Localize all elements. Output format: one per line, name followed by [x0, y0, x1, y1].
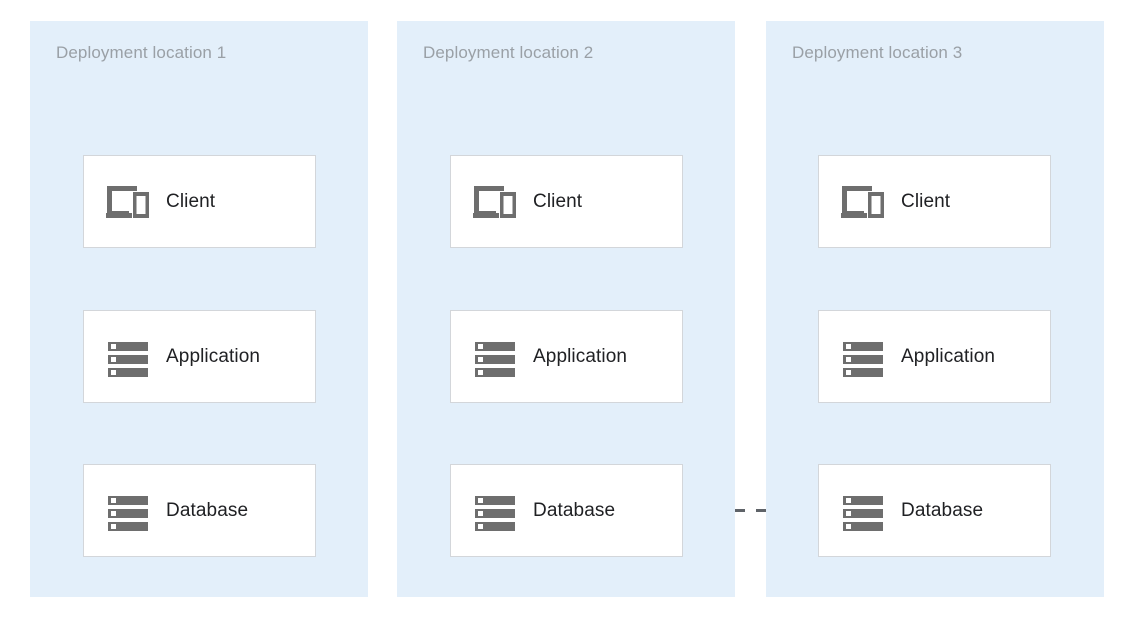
server-icon — [473, 491, 517, 531]
devices-icon — [473, 182, 517, 222]
panel-title-location-2: Deployment location 2 — [423, 43, 594, 62]
node-label-client-1: Client — [166, 190, 216, 212]
panel-deployment-location-1: Deployment location 1 Client Application… — [30, 21, 368, 597]
node-label-database-1: Database — [166, 499, 249, 521]
server-icon — [473, 337, 517, 377]
node-client-1[interactable]: Client — [83, 155, 316, 248]
node-label-database-3: Database — [901, 499, 984, 521]
server-icon — [106, 337, 150, 377]
node-client-2[interactable]: Client — [450, 155, 683, 248]
node-application-3[interactable]: Application — [818, 310, 1051, 403]
node-application-1[interactable]: Application — [83, 310, 316, 403]
node-label-application-3: Application — [901, 345, 996, 367]
server-icon — [841, 491, 885, 531]
panel-deployment-location-3: Deployment location 3 Client Application… — [766, 21, 1104, 597]
server-icon — [841, 337, 885, 377]
node-label-database-2: Database — [533, 499, 616, 521]
node-label-client-3: Client — [901, 190, 951, 212]
panel-title-location-3: Deployment location 3 — [792, 43, 963, 62]
node-database-1[interactable]: Database — [83, 464, 316, 557]
panel-title-location-1: Deployment location 1 — [56, 43, 227, 62]
panel-deployment-location-2: Deployment location 2 Client Application… — [397, 21, 735, 597]
node-database-3[interactable]: Database — [818, 464, 1051, 557]
node-label-application-1: Application — [166, 345, 261, 367]
node-label-client-2: Client — [533, 190, 583, 212]
devices-icon — [841, 182, 885, 222]
devices-icon — [106, 182, 150, 222]
node-database-2[interactable]: Database — [450, 464, 683, 557]
server-icon — [106, 491, 150, 531]
node-label-application-2: Application — [533, 345, 628, 367]
node-application-2[interactable]: Application — [450, 310, 683, 403]
node-client-3[interactable]: Client — [818, 155, 1051, 248]
